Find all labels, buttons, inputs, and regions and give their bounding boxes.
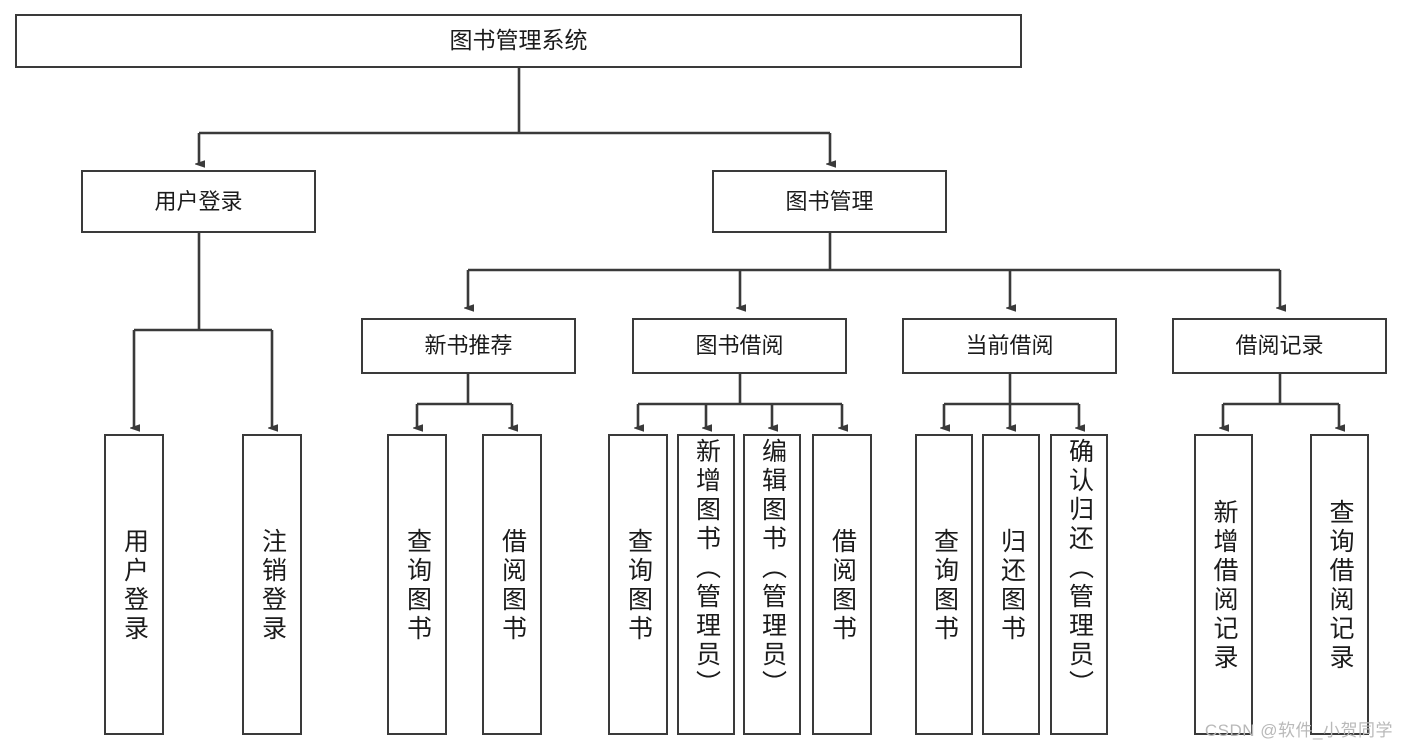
leaf-user-login[interactable]: 用户登录 (104, 434, 164, 735)
leaf-user-logout[interactable]: 注销登录 (242, 434, 302, 735)
leaf-user-logout-label: 注销登录 (258, 527, 287, 644)
leaf-query-book-3-label: 查询图书 (930, 527, 959, 644)
leaf-borrow-book-1-label: 借阅图书 (498, 527, 527, 644)
leaf-query-book-3[interactable]: 查询图书 (915, 434, 973, 735)
leaf-return-book-label: 归还图书 (997, 527, 1026, 644)
node-new-book-recommend[interactable]: 新书推荐 (361, 318, 576, 374)
leaf-query-book-2[interactable]: 查询图书 (608, 434, 668, 735)
node-user-login-label: 用户登录 (154, 188, 243, 214)
leaf-query-book-1-label: 查询图书 (403, 527, 432, 644)
node-book-borrow-label: 图书借阅 (695, 333, 784, 359)
leaf-add-record[interactable]: 新增借阅记录 (1194, 434, 1253, 735)
leaf-confirm-return[interactable]: 确认归还（管理员） (1050, 434, 1108, 735)
leaf-add-book-label: 新增图书（管理员） (692, 438, 721, 699)
leaf-confirm-return-label: 确认归还（管理员） (1065, 438, 1094, 699)
node-current-borrow-label: 当前借阅 (965, 333, 1054, 359)
leaf-add-book[interactable]: 新增图书（管理员） (677, 434, 735, 735)
node-new-book-recommend-label: 新书推荐 (424, 333, 513, 359)
leaf-query-book-1[interactable]: 查询图书 (387, 434, 447, 735)
leaf-return-book[interactable]: 归还图书 (982, 434, 1040, 735)
leaf-borrow-book-2-label: 借阅图书 (828, 527, 857, 644)
node-book-manage-label: 图书管理 (785, 188, 874, 214)
leaf-query-record-label: 查询借阅记录 (1326, 498, 1354, 673)
node-borrow-record-label: 借阅记录 (1235, 333, 1324, 359)
node-book-manage[interactable]: 图书管理 (712, 170, 947, 233)
node-current-borrow[interactable]: 当前借阅 (902, 318, 1117, 374)
node-user-login[interactable]: 用户登录 (81, 170, 316, 233)
leaf-user-login-label: 用户登录 (120, 527, 149, 644)
node-book-borrow[interactable]: 图书借阅 (632, 318, 847, 374)
leaf-edit-book-label: 编辑图书（管理员） (758, 438, 787, 699)
node-root-label: 图书管理系统 (449, 27, 588, 54)
leaf-borrow-book-2[interactable]: 借阅图书 (812, 434, 872, 735)
leaf-add-record-label: 新增借阅记录 (1210, 498, 1238, 673)
leaf-query-record[interactable]: 查询借阅记录 (1310, 434, 1369, 735)
node-root[interactable]: 图书管理系统 (15, 14, 1022, 68)
node-borrow-record[interactable]: 借阅记录 (1172, 318, 1387, 374)
leaf-query-book-2-label: 查询图书 (624, 527, 653, 644)
leaf-edit-book[interactable]: 编辑图书（管理员） (743, 434, 801, 735)
leaf-borrow-book-1[interactable]: 借阅图书 (482, 434, 542, 735)
